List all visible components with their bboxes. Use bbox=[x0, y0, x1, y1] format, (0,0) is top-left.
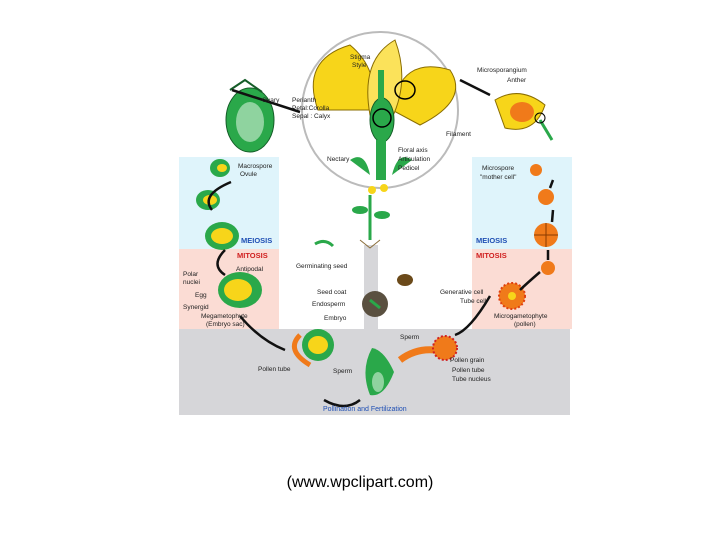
seed-coat-label: Seed coat bbox=[317, 289, 346, 296]
ovule-label: Ovule bbox=[240, 171, 257, 178]
pedicel-label: Pedicel bbox=[398, 165, 420, 172]
filament-label: Filament bbox=[446, 131, 471, 138]
cycle-arrows bbox=[207, 78, 555, 408]
style-label: Style bbox=[352, 62, 367, 69]
mother-cell-label: "mother cell" bbox=[480, 174, 517, 181]
microsporangium-label: Microsporangium bbox=[477, 67, 527, 74]
germinating-seed-label: Germinating seed bbox=[296, 263, 348, 270]
articulation-label: Articulation bbox=[398, 156, 431, 163]
sperm-left-label: Sperm bbox=[333, 368, 352, 375]
macrospore-label: Macrospore bbox=[238, 163, 273, 170]
synergid-label: Synergid bbox=[183, 304, 209, 311]
microspore-label: Microspore bbox=[482, 165, 515, 172]
sepal-calyx-label: Sepal : Calyx bbox=[292, 113, 331, 120]
egg-label: Egg bbox=[195, 292, 207, 299]
nuclei-label: nuclei bbox=[183, 279, 200, 286]
endosperm-label: Endosperm bbox=[312, 301, 345, 308]
meiosis-label-left: MEIOSIS bbox=[241, 236, 272, 245]
pollen-tube-left-label: Pollen tube bbox=[258, 366, 291, 373]
embryo-sac-label: (Embryo sac) bbox=[206, 321, 245, 328]
microgametophyte-label: Microgametophyte bbox=[494, 313, 548, 320]
polar-label: Polar bbox=[183, 271, 199, 278]
anther-label: Anther bbox=[507, 77, 527, 84]
fertilization-illustration bbox=[291, 329, 458, 396]
megametophyte-label: Megametophyte bbox=[201, 313, 248, 320]
meiosis-label-right: MEIOSIS bbox=[476, 236, 507, 245]
tube-cell-label: Tube cell bbox=[460, 298, 487, 305]
tube-nucleus-label: Tube nucleus bbox=[452, 376, 492, 383]
fertilization-label: Pollination and Fertilization bbox=[323, 406, 407, 413]
stigma-label: Stigma bbox=[350, 54, 371, 61]
petal-corolla-label: Petal:Corolla bbox=[292, 105, 330, 112]
source-caption: (www.wpclipart.com) bbox=[286, 474, 434, 491]
pollen-tube-right-label: Pollen tube bbox=[452, 367, 485, 374]
mitosis-label-left: MITOSIS bbox=[237, 251, 268, 260]
generative-cell-label: Generative cell bbox=[440, 289, 484, 296]
mitosis-label-right: MITOSIS bbox=[476, 251, 507, 260]
ovary-label: Ovary bbox=[262, 97, 280, 104]
pollen-label: (pollen) bbox=[514, 321, 536, 328]
flower-illustration bbox=[301, 31, 459, 189]
embryo-label: Embryo bbox=[324, 315, 347, 322]
ovary-illustration bbox=[225, 78, 275, 153]
floral-axis-label: Floral axis bbox=[398, 147, 428, 154]
ovule-sequence-left bbox=[196, 159, 262, 308]
nectary-label: Nectary bbox=[327, 156, 350, 163]
pollen-grain-label: Pollen grain bbox=[450, 357, 485, 364]
seedling-plant bbox=[314, 184, 413, 317]
microspore-sequence-right bbox=[498, 164, 558, 310]
anther-illustration bbox=[494, 93, 554, 141]
antipodal-label: Antipodal bbox=[236, 266, 264, 273]
sperm-top-label: Sperm bbox=[400, 334, 419, 341]
perianth-label: Perianth bbox=[292, 97, 317, 104]
